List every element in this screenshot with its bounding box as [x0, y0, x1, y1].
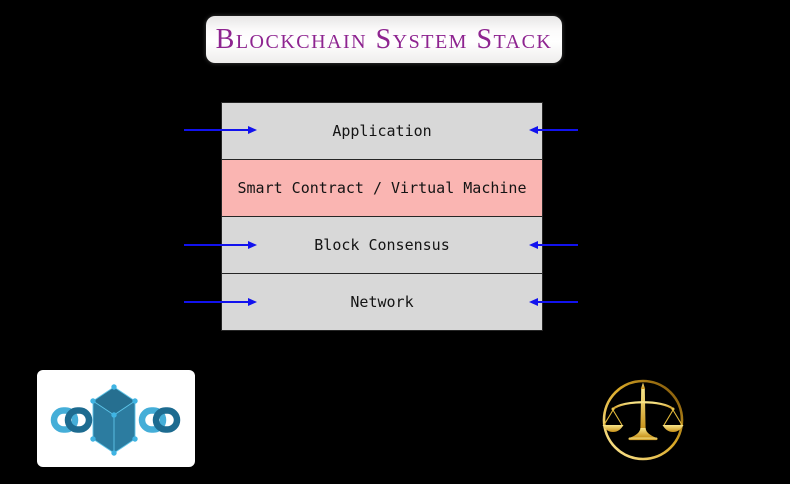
- page-title: Blockchain System Stack: [215, 23, 553, 55]
- title-banner: Blockchain System Stack: [206, 16, 562, 63]
- flow-arrow-left-application: [184, 125, 257, 134]
- layer-application: Application: [221, 102, 543, 160]
- layer-block-consensus-label: Block Consensus: [314, 236, 450, 254]
- scales-of-justice-logo: [593, 370, 693, 470]
- layer-network: Network: [221, 274, 543, 331]
- stack-diagram: Application Smart Contract / Virtual Mac…: [221, 102, 543, 331]
- layer-block-consensus: Block Consensus: [221, 217, 543, 274]
- chain-cube-icon: [50, 384, 181, 456]
- blockchain-chain-cube-logo: [37, 370, 195, 467]
- flow-arrow-left-block-consensus: [184, 240, 257, 249]
- flow-arrow-right-network: [529, 297, 578, 306]
- layer-network-label: Network: [350, 293, 414, 311]
- flow-arrow-right-block-consensus: [529, 240, 578, 249]
- scales-icon: [602, 379, 684, 461]
- layer-application-label: Application: [332, 122, 432, 140]
- layer-smart-contract-vm: Smart Contract / Virtual Machine: [221, 160, 543, 217]
- flow-arrow-right-application: [529, 125, 578, 134]
- layer-smart-contract-vm-label: Smart Contract / Virtual Machine: [237, 179, 527, 197]
- flow-arrow-left-network: [184, 297, 257, 306]
